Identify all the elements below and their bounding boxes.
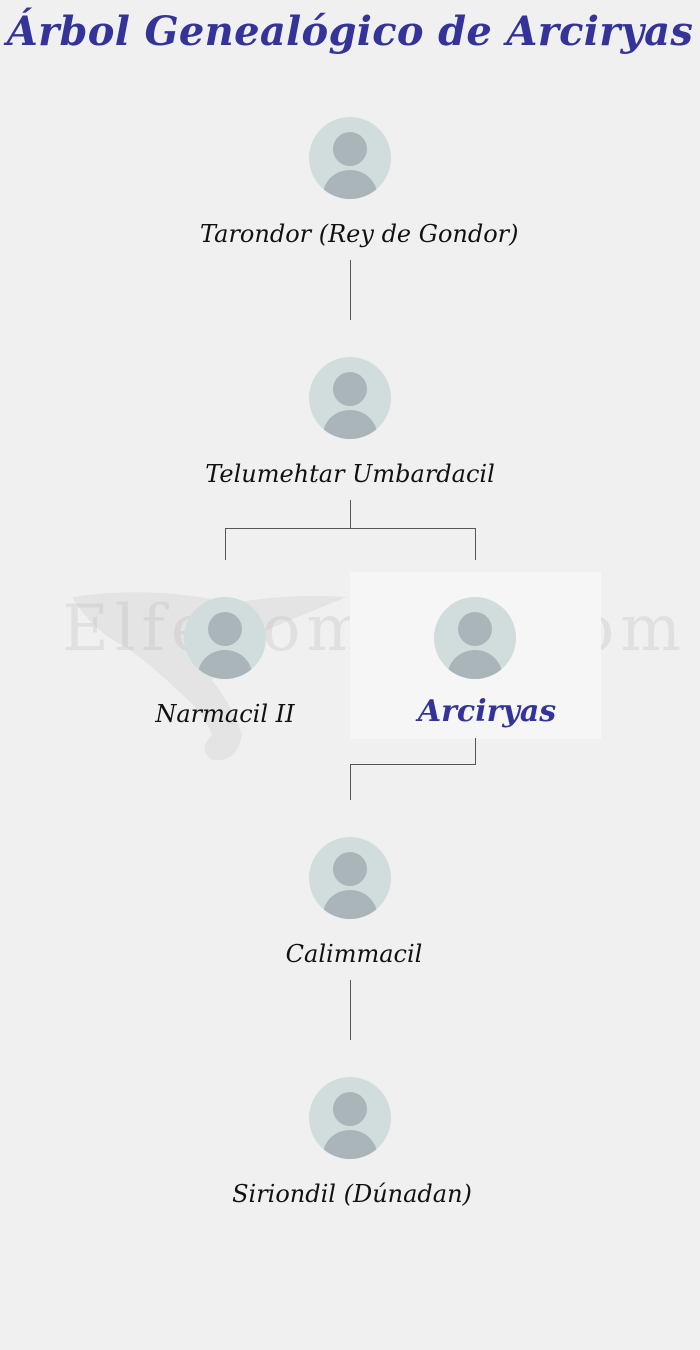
connector-to-narmacil	[225, 528, 226, 560]
connector-to-calimmacil	[350, 764, 351, 800]
connector-calimmacil-siriondil	[350, 980, 351, 1040]
avatar[interactable]	[309, 837, 391, 919]
page-title: Árbol Genealógico de Arciryas	[6, 8, 694, 55]
connector-children-horizontal	[225, 528, 476, 529]
person-name[interactable]: Siriondil (Dúnadan)	[232, 1180, 472, 1208]
person-avatar-icon	[323, 372, 377, 439]
avatar[interactable]	[184, 597, 266, 679]
person-avatar-icon	[323, 852, 377, 919]
avatar[interactable]	[309, 117, 391, 199]
person-avatar-icon	[323, 1092, 377, 1159]
avatar[interactable]	[434, 597, 516, 679]
person-name[interactable]: Calimmacil	[285, 940, 423, 968]
connector-to-arciryas	[475, 528, 476, 560]
person-name[interactable]: Tarondor (Rey de Gondor)	[200, 220, 519, 248]
avatar[interactable]	[309, 357, 391, 439]
person-avatar-icon	[323, 132, 377, 199]
connector-arciryas-down	[475, 738, 476, 764]
avatar[interactable]	[309, 1077, 391, 1159]
connector-tarondor-telumehtar	[350, 260, 351, 320]
person-name[interactable]: Telumehtar Umbardacil	[205, 460, 495, 488]
connector-arciryas-horizontal	[350, 764, 476, 765]
person-avatar-icon	[448, 612, 502, 679]
connector-telumehtar-down	[350, 500, 351, 528]
current-person-name[interactable]: Arciryas	[417, 694, 557, 729]
person-name[interactable]: Narmacil II	[155, 700, 295, 728]
person-avatar-icon	[198, 612, 252, 679]
